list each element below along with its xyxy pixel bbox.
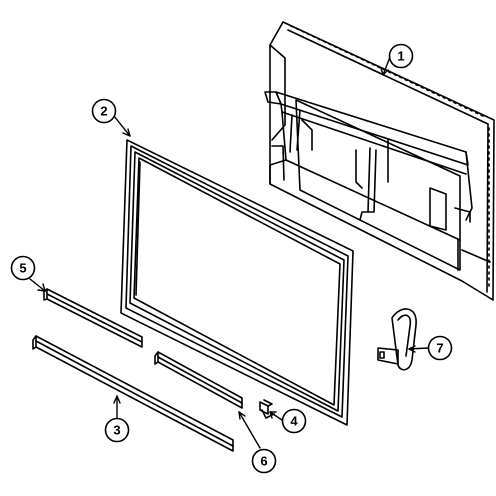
part-5-trim-strip: [43, 288, 143, 348]
part-3-trim-strip: [32, 335, 234, 452]
callout-7-label: 7: [436, 341, 443, 356]
callout-5: 5: [10, 255, 36, 281]
leader-lines: [29, 56, 429, 449]
callout-7: 7: [427, 335, 453, 361]
callout-6-label: 6: [260, 454, 267, 469]
callout-1-label: 1: [397, 49, 404, 64]
callout-2: 2: [91, 98, 117, 124]
callout-5-label: 5: [19, 261, 26, 276]
callout-3-label: 3: [113, 423, 120, 438]
part-1-liner-panel: [264, 21, 495, 301]
callout-3: 3: [104, 417, 130, 443]
part-4-clip: [259, 399, 275, 419]
part-6-trim-strip: [154, 351, 243, 409]
part-7-bracket: [377, 308, 417, 371]
callout-4-label: 4: [290, 414, 298, 429]
callout-6: 6: [251, 448, 277, 474]
part-2-gasket: [120, 139, 354, 426]
callout-4: 4: [281, 408, 307, 434]
callout-2-label: 2: [100, 104, 107, 119]
callout-1: 1: [388, 43, 414, 69]
